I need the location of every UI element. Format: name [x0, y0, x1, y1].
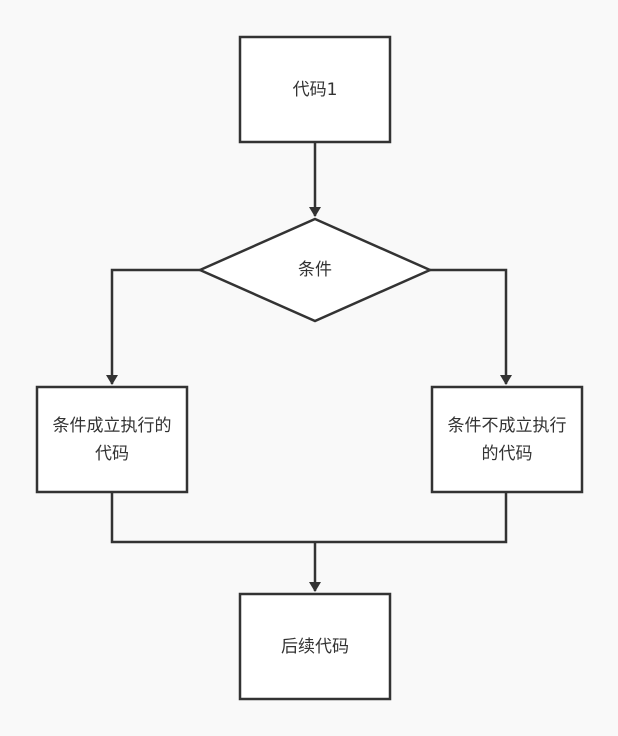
connector-condition-to-true [106, 268, 200, 385]
connector-false-to-merge [315, 492, 508, 544]
false-branch-box [430, 385, 584, 494]
after-node-label: 后续代码 [281, 636, 349, 657]
start-node-label: 代码1 [292, 79, 338, 100]
true-branch-node-label: 条件成立执行的代码 [52, 415, 172, 464]
after-box [238, 592, 392, 701]
false-branch-node-label: 条件不成立执行的代码 [447, 415, 567, 464]
connector-true-to-merge [110, 492, 315, 544]
start-box [238, 35, 392, 144]
condition-diamond [196, 217, 434, 323]
connector-condition-to-false [430, 268, 512, 385]
condition-node-label: 条件 [298, 260, 332, 280]
